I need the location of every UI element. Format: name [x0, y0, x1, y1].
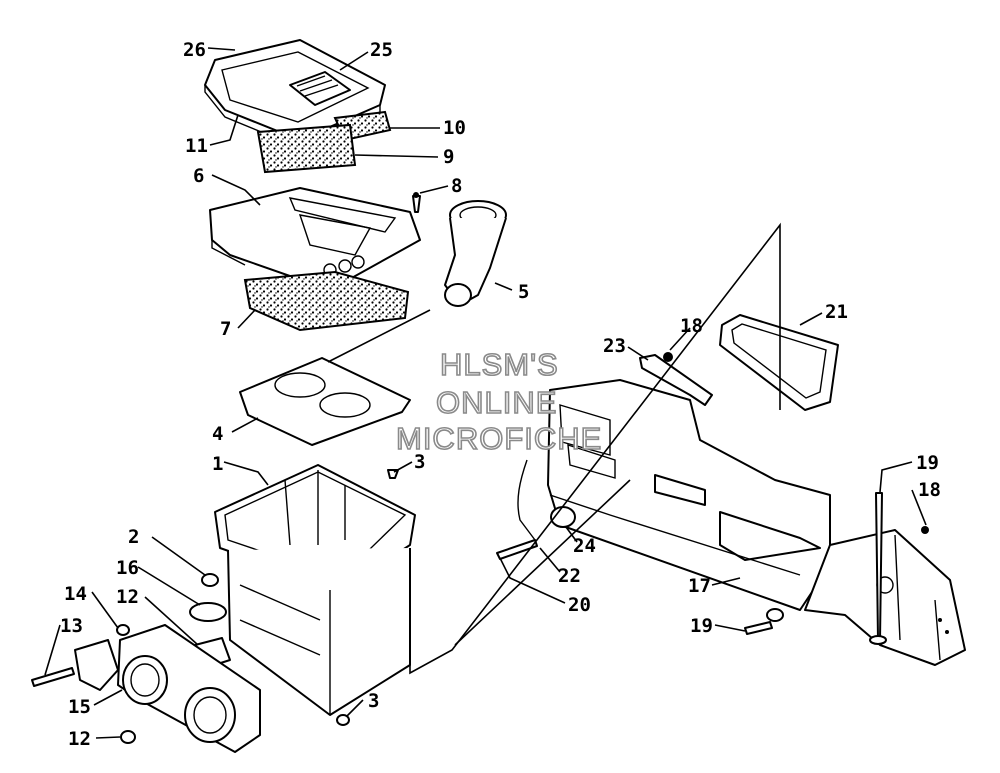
part-16-gasket — [189, 602, 227, 622]
callout-4: 4 — [212, 423, 223, 445]
callout-2: 2 — [128, 526, 139, 548]
callout-23: 23 — [603, 335, 626, 357]
callout-17: 17 — [688, 575, 711, 597]
part-front-intake-housing — [117, 624, 261, 753]
part-18-nut-right — [921, 526, 929, 534]
callout-16: 16 — [116, 557, 139, 579]
assembly-guide-lines — [327, 222, 781, 675]
part-22-cable — [517, 459, 536, 541]
callout-13: 13 — [60, 615, 83, 637]
part-14-bushing — [116, 624, 130, 636]
callout-26: 26 — [183, 39, 206, 61]
callout-19-right: 19 — [916, 452, 939, 474]
part-15-bracket — [74, 639, 119, 691]
callout-6: 6 — [193, 165, 204, 187]
part-19-screw-lower — [744, 608, 784, 635]
part-17-duct — [547, 379, 831, 611]
callout-3-upper: 3 — [414, 451, 425, 473]
callout-11: 11 — [185, 135, 208, 157]
callout-18-upper: 18 — [680, 315, 703, 337]
watermark-line-2: ONLINE — [436, 385, 557, 420]
callout-24: 24 — [573, 535, 596, 557]
part-5-elbow-duct — [444, 200, 507, 307]
callout-12-upper: 12 — [116, 586, 139, 608]
part-17-duct-end — [804, 529, 966, 666]
part-9-filter-foam — [256, 123, 357, 174]
callout-12-lower: 12 — [68, 728, 91, 750]
callout-18-right: 18 — [918, 479, 941, 501]
callout-25: 25 — [370, 39, 393, 61]
callout-10: 10 — [443, 117, 466, 139]
watermark-line-1: HLSM'S — [440, 347, 559, 382]
part-25-decal — [289, 71, 351, 106]
watermark-line-3: MICROFICHE — [396, 421, 602, 456]
callout-labels: 26 25 11 10 9 6 8 5 7 4 1 3 2 16 12 14 1… — [60, 39, 941, 750]
callout-7: 7 — [220, 318, 231, 340]
part-20-screw — [496, 539, 538, 560]
callout-20: 20 — [568, 594, 591, 616]
callout-1: 1 — [212, 453, 223, 475]
part-7-foam-pad — [243, 270, 410, 332]
leader-lines — [44, 47, 927, 739]
part-3-clip-lower — [336, 714, 350, 726]
watermark: HLSM'S ONLINE MICROFICHE — [395, 346, 602, 457]
callout-9: 9 — [443, 146, 454, 168]
callout-22: 22 — [558, 565, 581, 587]
callout-21: 21 — [825, 301, 848, 323]
callout-5: 5 — [518, 281, 529, 303]
part-21-seal — [719, 314, 839, 411]
callout-3-lower: 3 — [368, 690, 379, 712]
part-4-gasket-plate — [239, 357, 411, 446]
part-23-bracket — [639, 354, 713, 406]
part-12-grommet-lower — [120, 730, 136, 744]
callout-19-lower: 19 — [690, 615, 713, 637]
part-18-nut-upper — [663, 352, 673, 362]
part-19-screw-vertical — [869, 492, 887, 645]
part-1-airbox — [214, 464, 416, 716]
callout-8: 8 — [451, 175, 462, 197]
part-2-bushing — [201, 573, 219, 587]
callout-15: 15 — [68, 696, 91, 718]
part-13-screw — [31, 667, 75, 687]
part-8-screw — [412, 192, 421, 213]
callout-14: 14 — [64, 583, 87, 605]
